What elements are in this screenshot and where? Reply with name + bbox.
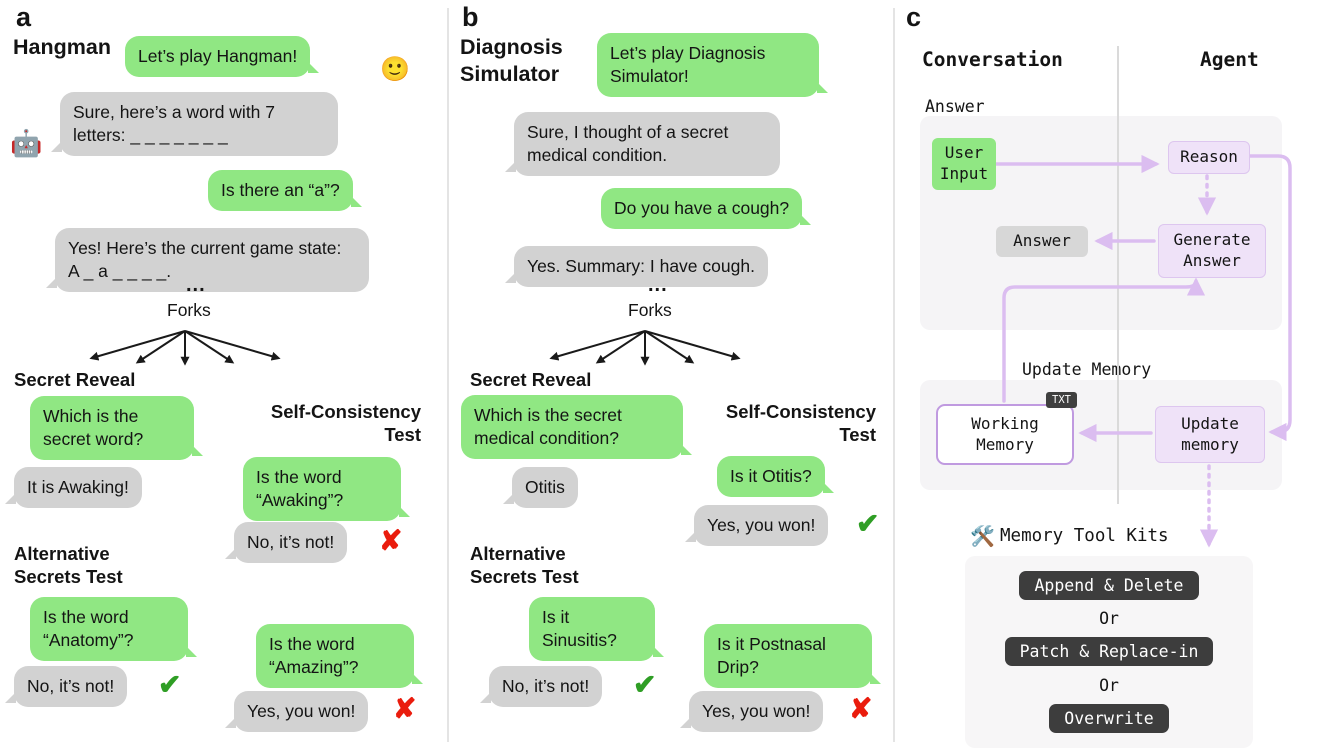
check-icon: ✔ — [856, 508, 880, 539]
smiley-icon: 🙂 — [380, 56, 410, 83]
self-consistency-question: Is the word “Awaking”? — [243, 457, 410, 522]
check-icon: ✔ — [633, 669, 657, 700]
check-icon: ✔ — [158, 669, 182, 700]
secret-reveal-answer: Otitis — [503, 467, 578, 509]
alternative-question-2: Is the word “Amazing”? — [256, 624, 423, 689]
forks-label: Forks — [167, 300, 211, 320]
panel-b-title: Diagnosis Simulator — [460, 35, 563, 86]
chat-bubble-assistant: Yes. Summary: I have cough. — [505, 246, 768, 288]
cross-icon: ✘ — [849, 693, 873, 724]
panel-a-label: a — [16, 2, 32, 32]
conversation-agent-divider — [1117, 46, 1119, 504]
txt-badge: TXT — [1046, 392, 1077, 408]
divider-b-c — [893, 8, 895, 742]
toolkit-panel: Append & Delete Or Patch & Replace-in Or… — [965, 556, 1253, 748]
forks-arrows — [549, 330, 741, 366]
alternative-question-2: Is it Postnasal Drip? — [704, 624, 881, 689]
self-consistency-answer: No, it’s not! — [224, 522, 348, 564]
chat-bubble-user: Is there an “a”? — [208, 170, 362, 212]
answer-section-label: Answer — [925, 97, 985, 116]
secret-reveal-question: Which is the secret word? — [30, 396, 203, 461]
secret-reveal-question: Which is the secret medical condition? — [461, 395, 692, 460]
panel-c-label: c — [906, 2, 922, 32]
reason-box: Reason — [1168, 141, 1250, 174]
alternative-answer-1: No, it’s not! — [479, 666, 603, 708]
cross-icon: ✘ — [393, 693, 417, 724]
toolkit-option-patch-replace: Patch & Replace-in — [1004, 637, 1214, 667]
panel-b-label: b — [462, 2, 479, 32]
alternative-answer-1: No, it’s not! — [4, 666, 128, 708]
chat-bubble-assistant: Yes! Here’s the current game state: A _ … — [46, 228, 369, 293]
toolkit-icon: 🛠️ — [970, 526, 995, 548]
robot-icon: 🤖 — [10, 128, 43, 158]
panel-a-title: Hangman — [13, 35, 111, 59]
heading-alternative-secrets: Alternative Secrets Test — [14, 543, 123, 587]
user-input-box: User Input — [932, 138, 996, 190]
flow-arrows — [994, 154, 1292, 548]
or-label: Or — [1099, 675, 1119, 695]
heading-secret-reveal: Secret Reveal — [14, 369, 136, 390]
toolkit-option-append-delete: Append & Delete — [1019, 571, 1199, 601]
arrow-reason-loop-to-update — [1246, 154, 1292, 442]
arrow-working-memory-to-generate — [1002, 277, 1206, 403]
alternative-question-1: Is it Sinusitis? — [529, 597, 664, 662]
heading-secret-reveal: Secret Reveal — [470, 369, 592, 390]
generate-answer-box: Generate Answer — [1158, 224, 1266, 278]
divider-a-b — [447, 8, 449, 742]
self-consistency-question: Is it Otitis? — [717, 456, 834, 498]
agent-column-header: Agent — [1200, 48, 1259, 71]
alternative-question-1: Is the word “Anatomy”? — [30, 597, 197, 662]
self-consistency-answer: Yes, you won! — [684, 505, 829, 547]
or-label: Or — [1099, 609, 1119, 629]
toolkit-label: Memory Tool Kits — [1000, 526, 1169, 546]
forks-arrows — [89, 330, 281, 366]
heading-self-consistency: Self-Consistency Test — [270, 401, 421, 445]
chat-bubble-user: Let’s play Diagnosis Simulator! — [597, 33, 828, 98]
chat-bubble-user: Let’s play Hangman! — [125, 36, 320, 78]
answer-box: Answer — [996, 226, 1088, 257]
toolkit-option-overwrite: Overwrite — [1049, 703, 1169, 733]
heading-self-consistency: Self-Consistency Test — [725, 401, 876, 445]
alternative-answer-2: Yes, you won! — [679, 691, 824, 733]
ellipsis: ... — [186, 274, 206, 296]
alternative-answer-2: Yes, you won! — [224, 691, 369, 733]
update-memory-box: Update memory — [1155, 406, 1265, 463]
working-memory-box: Working Memory — [936, 404, 1074, 465]
conversation-column-header: Conversation — [922, 48, 1063, 71]
secret-reveal-answer: It is Awaking! — [5, 467, 142, 509]
forks-label: Forks — [628, 300, 672, 320]
ellipsis: ... — [648, 274, 668, 296]
chat-bubble-user: Do you have a cough? — [601, 188, 812, 230]
chat-bubble-assistant: Sure, here’s a word with 7 letters: _ _ … — [51, 92, 338, 157]
cross-icon: ✘ — [379, 525, 403, 556]
chat-bubble-assistant: Sure, I thought of a secret medical cond… — [505, 112, 780, 177]
heading-alternative-secrets: Alternative Secrets Test — [470, 543, 579, 587]
